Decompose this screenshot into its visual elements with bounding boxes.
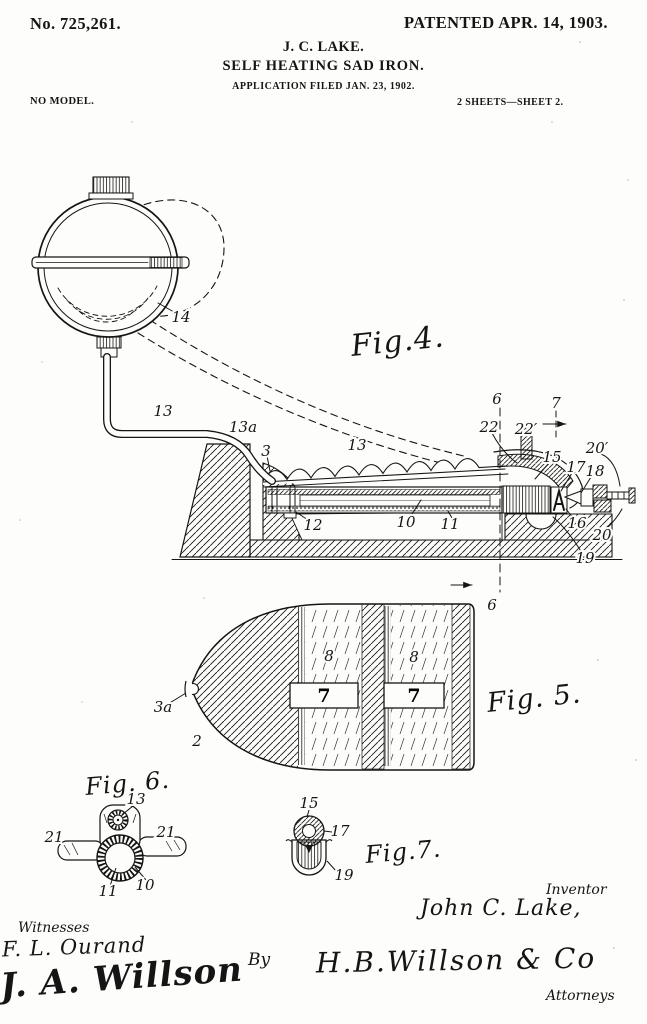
fig5-label-8-right: 8 xyxy=(409,648,419,666)
fig4-label-14: 14 xyxy=(171,308,190,326)
application-line: APPLICATION FILED JAN. 23, 1902. xyxy=(232,81,415,92)
sole-outline xyxy=(190,603,475,771)
fig6-drawing: 13 21 21 11 10 Fig. 6. xyxy=(41,764,187,902)
rear-wall xyxy=(451,603,471,770)
fig6-label-21-left: 21 xyxy=(43,828,63,846)
port-box-right xyxy=(383,682,445,709)
damper-stem xyxy=(520,426,533,460)
fig4-label-11: 11 xyxy=(440,515,459,533)
fig6-leader-lines xyxy=(109,805,147,887)
fig6-caption: Fig. 6. xyxy=(83,766,171,801)
inventor-label: Inventor xyxy=(546,882,607,898)
fig4-stand xyxy=(171,443,623,560)
fig4-label-10: 10 xyxy=(396,513,416,531)
fig5-leader-lines xyxy=(167,692,187,705)
fig4-section-lines xyxy=(450,407,567,593)
gland-nut xyxy=(592,484,608,499)
fig6-label-13: 13 xyxy=(126,790,145,808)
tank-outlet-neck xyxy=(96,336,122,349)
fig5-label-3a: 3a xyxy=(154,698,173,716)
fig5-label-7-right: 7 xyxy=(407,685,420,707)
stem-end-button xyxy=(628,487,636,504)
fig5-label-7-left: 7 xyxy=(317,685,330,707)
fig4-label-22-prime: 22′ xyxy=(514,420,538,438)
center-partition xyxy=(361,603,385,770)
fig4-label-19: 19 xyxy=(575,549,595,567)
fig6-label-21-right: 21 xyxy=(155,823,175,841)
fig7-drawing: 15 17 19 Fig.7. xyxy=(285,792,444,886)
fig4-label-6-bottom: 6 xyxy=(487,596,497,614)
fig4-label-6-top: 6 xyxy=(492,390,502,408)
by-label: By xyxy=(248,950,271,970)
fig7-leader-lines xyxy=(306,809,338,873)
fig4-label-17: 17 xyxy=(566,458,586,476)
fig6-label-11: 11 xyxy=(98,882,117,900)
fig7-label-17: 17 xyxy=(330,822,350,840)
fig7-label-15: 15 xyxy=(299,794,318,812)
fig4-label-7: 7 xyxy=(551,394,561,412)
attorneys-label: Attorneys xyxy=(546,988,615,1004)
sleeve xyxy=(580,488,594,507)
paper-speckles xyxy=(19,41,637,949)
fig7-caption: Fig.7. xyxy=(363,834,442,869)
fig4-label-16: 16 xyxy=(567,514,587,532)
valve-stem xyxy=(606,491,630,500)
port-box-left xyxy=(289,682,359,709)
witnesses-label: Witnesses xyxy=(18,920,90,936)
no-model-note: NO MODEL. xyxy=(30,96,95,107)
fig4-label-18: 18 xyxy=(585,462,604,480)
fig4-label-20: 20 xyxy=(591,526,612,544)
fig4-label-13: 13 xyxy=(153,402,172,420)
cup-inner xyxy=(296,841,322,870)
fig4-tank xyxy=(31,176,190,358)
fig7-label-19: 19 xyxy=(334,866,354,884)
fig4-label-22: 22 xyxy=(478,418,498,436)
patent-number: No. 725,261. xyxy=(30,14,121,33)
fig6-label-10: 10 xyxy=(135,876,155,894)
fig4-label-12: 12 xyxy=(303,516,322,534)
tank-filler-cap xyxy=(92,176,130,194)
stem-hole xyxy=(302,824,316,838)
fig4-supply-pipe xyxy=(103,353,276,485)
attorney-signature: H.B.Willson & Co xyxy=(315,941,597,980)
fig5-label-2: 2 xyxy=(191,732,202,750)
fig4-label-20-prime: 20′ xyxy=(585,439,609,457)
lock-nut xyxy=(593,499,612,513)
patent-date: PATENTED APR. 14, 1903. xyxy=(404,13,608,32)
tube-end-cap xyxy=(271,487,296,513)
fig5-caption: Fig. 5. xyxy=(484,678,582,719)
sheet-info: 2 SHEETS—SHEET 2. xyxy=(457,97,564,108)
stand-notch xyxy=(525,513,557,530)
fig4-valve-assembly xyxy=(493,426,636,514)
fig4-drawing: 14 13 13a 3 13 12 10 11 6 6 22 22′ 7 15 … xyxy=(31,176,636,616)
scalloped-top-plate xyxy=(262,458,506,482)
spring-threads xyxy=(501,485,551,514)
fig4-label-13a: 13a xyxy=(229,418,257,436)
inventor-name-line: J. C. LAKE. xyxy=(282,39,365,55)
fig4-leader-lines xyxy=(157,302,623,554)
fig4-label-15: 15 xyxy=(542,448,561,466)
tank-cap-flange xyxy=(88,192,134,200)
fig5-drawing: 8 8 7 7 3a 2 Fig. 5. xyxy=(152,603,584,771)
fig4-iron-body xyxy=(262,458,509,519)
fig4-caption: Fig.4. xyxy=(348,319,446,364)
fig5-label-8-left: 8 xyxy=(324,647,334,665)
inventor-signature: John C. Lake, xyxy=(420,896,582,921)
fig4-label-13-raised: 13 xyxy=(347,436,366,454)
fig4-label-3: 3 xyxy=(261,442,271,460)
invention-title: SELF HEATING SAD IRON. xyxy=(222,58,425,74)
